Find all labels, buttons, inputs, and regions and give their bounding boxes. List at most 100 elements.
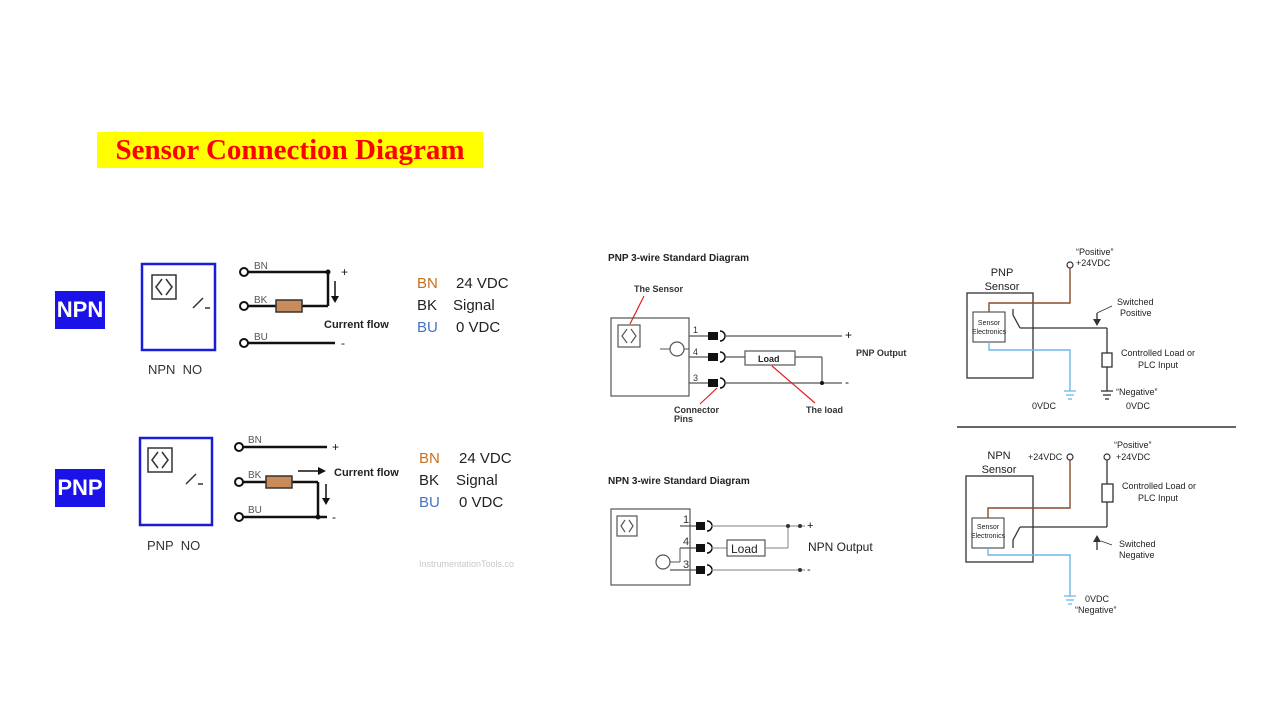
- pnp-3wire-minus: -: [845, 375, 849, 389]
- npn-sensor-box: [140, 262, 217, 352]
- pnp-schematic-load: [1101, 352, 1113, 368]
- pnp-3wire-title: PNP 3-wire Standard Diagram: [608, 253, 749, 264]
- pnp-switch-icon: [185, 473, 203, 485]
- npn-schematic-positive-v: +24VDC: [1116, 452, 1151, 462]
- watermark: InstrumentationTools.co: [419, 559, 514, 569]
- npn-schematic-load1: Controlled Load or: [1122, 481, 1196, 491]
- pnp-3wire-plus: +: [845, 328, 852, 342]
- pnp-3wire-load: [744, 350, 796, 366]
- npn-schematic-positive: “Positive”: [1114, 440, 1152, 450]
- pnp-wire-bn: BN: [248, 435, 262, 446]
- npn-caption: NPN NO: [148, 362, 202, 377]
- pnp-legend: BN 24 VDC BK Signal BU 0 VDC: [419, 450, 512, 511]
- npn-schematic-zero: 0VDC: [1085, 594, 1110, 604]
- npn-schematic-load2: PLC Input: [1138, 493, 1179, 503]
- pnp-schematic-sensor-line1: PNP: [991, 267, 1014, 279]
- pnp-schematic-positive: “Positive”: [1076, 247, 1114, 257]
- pnp-3wire-sensor-icon: [617, 324, 641, 348]
- pnp-schematic-negative: “Negative”: [1116, 387, 1158, 397]
- npn-3wire-title: NPN 3-wire Standard Diagram: [608, 476, 750, 487]
- pnp-schematic-positive-v: +24VDC: [1076, 258, 1111, 268]
- npn-legend-value-bk: Signal: [453, 297, 495, 314]
- pnp-schematic-electronics-line1: Sensor: [978, 320, 1001, 327]
- pnp-wire-bu: BU: [248, 505, 262, 516]
- pnp-3wire-pins-label: Pins: [674, 414, 693, 424]
- pnp-schematic-switched2: Positive: [1120, 308, 1152, 318]
- pnp-schematic: PNP Sensor Sensor Electronics “Positive”…: [966, 247, 1195, 411]
- npn-schematic-switched2: Negative: [1119, 550, 1155, 560]
- npn-3wire-plus: +: [807, 520, 813, 532]
- npn-minus: -: [341, 336, 345, 350]
- pnp-wiring-diagram: BN BK BU + - Current flow PNP NO: [138, 435, 399, 553]
- pnp-schematic-sensor-line2: Sensor: [985, 281, 1020, 293]
- npn-current-flow: Current flow: [324, 319, 389, 331]
- npn-3wire-pin-3: 3: [683, 559, 689, 571]
- pnp-3wire-transistor-icon: [669, 341, 685, 357]
- npn-schematic-sensor-line2: Sensor: [982, 464, 1017, 476]
- pnp-3wire-pin-1: 1: [693, 325, 698, 335]
- pnp-schematic-load1: Controlled Load or: [1121, 348, 1195, 358]
- npn-3wire-pin-4: 4: [683, 536, 689, 548]
- npn-sensor-icon: [151, 274, 177, 300]
- npn-3wire-pin-1: 1: [683, 514, 689, 526]
- npn-legend: BN 24 VDC BK Signal BU 0 VDC: [417, 275, 509, 336]
- page-title: Sensor Connection Diagram: [97, 132, 483, 168]
- pnp-current-arrow-right: [318, 467, 326, 475]
- pnp-legend-code-bn: BN: [419, 450, 440, 467]
- pnp-schematic-sensor-box: [966, 292, 1034, 379]
- npn-wiring-diagram: BN BK BU + - Current flow NPN NO: [140, 261, 389, 377]
- npn-3wire-minus: -: [807, 564, 811, 576]
- npn-legend-value-bu: 0 VDC: [456, 319, 500, 336]
- pnp-schematic-zero: 0VDC: [1032, 401, 1057, 411]
- pnp-3wire-pin-3: 3: [693, 373, 698, 383]
- npn-schematic-sensor-box: [965, 475, 1034, 563]
- npn-schematic-electronics-line1: Sensor: [977, 524, 1000, 531]
- pnp-schematic-switched1: Switched: [1117, 297, 1154, 307]
- npn-3wire-sensor-icon: [616, 515, 638, 537]
- pnp-legend-code-bk: BK: [419, 472, 439, 489]
- npn-3wire-output: NPN Output: [808, 540, 873, 554]
- pnp-current-arrow-down: [322, 498, 330, 505]
- pnp-schematic-electronics-line2: Electronics: [972, 329, 1007, 336]
- npn-plus: +: [341, 265, 348, 279]
- pnp-wire-bk: BK: [248, 470, 262, 481]
- pnp-badge: PNP: [55, 469, 105, 507]
- npn-legend-code-bn: BN: [417, 275, 438, 292]
- pnp-sensor-box: [138, 436, 214, 527]
- npn-3wire-transistor-icon: [655, 554, 671, 570]
- pnp-plus: +: [332, 440, 339, 454]
- npn-3wire-sensor-box: [610, 508, 691, 586]
- pnp-3wire-sensor-box: [610, 317, 690, 397]
- pnp-3wire-load-label: Load: [758, 354, 780, 364]
- pnp-sensor-icon: [147, 447, 173, 473]
- pnp-3wire-diagram: PNP 3-wire Standard Diagram The Sensor 1…: [608, 253, 906, 424]
- npn-schematic-load: [1101, 483, 1114, 503]
- npn-legend-value-bn: 24 VDC: [456, 275, 509, 292]
- npn-resistor: [275, 299, 303, 313]
- npn-3wire-load-label: Load: [731, 542, 758, 556]
- pnp-legend-value-bn: 24 VDC: [459, 450, 512, 467]
- pnp-caption: PNP NO: [147, 538, 200, 553]
- pnp-3wire-the-load: The load: [806, 405, 843, 415]
- pnp-schematic-negative-v: 0VDC: [1126, 401, 1151, 411]
- pnp-resistor: [265, 475, 293, 489]
- pnp-legend-value-bu: 0 VDC: [459, 494, 503, 511]
- npn-schematic-electronics-line2: Electronics: [971, 533, 1006, 540]
- npn-schematic-switched1: Switched: [1119, 539, 1156, 549]
- npn-wire-bk: BK: [254, 295, 268, 306]
- npn-schematic-supply: +24VDC: [1028, 452, 1063, 462]
- pnp-3wire-pin-4: 4: [693, 347, 698, 357]
- npn-schematic-negative: “Negative”: [1075, 605, 1117, 615]
- npn-wire-bn: BN: [254, 261, 268, 272]
- pnp-3wire-the-sensor: The Sensor: [634, 284, 684, 294]
- pnp-3wire-connector: Connector: [674, 405, 719, 415]
- pnp-3wire-output: PNP Output: [856, 348, 906, 358]
- pnp-current-flow: Current flow: [334, 467, 399, 479]
- pnp-schematic-load2: PLC Input: [1138, 360, 1179, 370]
- pnp-legend-value-bk: Signal: [456, 472, 498, 489]
- npn-3wire-diagram: NPN 3-wire Standard Diagram 1 4 3 Load: [608, 476, 873, 586]
- npn-legend-code-bk: BK: [417, 297, 437, 314]
- npn-legend-code-bu: BU: [417, 319, 438, 336]
- npn-schematic-sensor-line1: NPN: [987, 450, 1010, 462]
